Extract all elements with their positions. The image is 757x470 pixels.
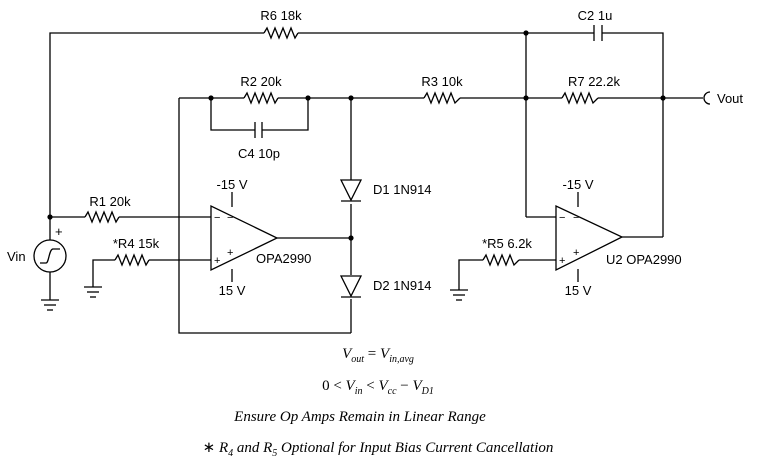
label-u2: U2 OPA2990	[606, 252, 682, 267]
u1-noninv-symbol: +	[214, 255, 220, 267]
label-u1: OPA2990	[256, 251, 311, 266]
u1-inv-symbol: −	[214, 212, 220, 224]
note-linear-range: Ensure Op Amps Remain in Linear Range	[233, 409, 486, 425]
svg-text:Vout = Vin,avg: Vout = Vin,avg	[342, 346, 414, 365]
junction-d1-top	[348, 95, 354, 101]
label-u1-neg-supply: -15 V	[216, 177, 247, 192]
equation-vin-range: 0 < Vin < Vcc − VD1	[322, 378, 434, 397]
opamp-u2: − + − +	[555, 204, 624, 272]
label-r5: *R5 6.2k	[482, 236, 532, 251]
opamp-u1: − + − +	[210, 204, 279, 272]
diode-d2	[339, 275, 363, 298]
label-vout: Vout	[717, 91, 743, 106]
label-vin: Vin	[7, 249, 26, 264]
junctions	[47, 30, 666, 241]
junction-r2-right	[305, 95, 311, 101]
resistor-r2	[243, 91, 279, 105]
label-r7: R7 22.2k	[568, 74, 621, 89]
svg-text:∗ R4 and R5 Optional for Input: ∗ R4 and R5 Optional for Input Bias Curr…	[203, 440, 554, 459]
junction-u2-inv	[523, 95, 529, 101]
junction-r2-left	[208, 95, 214, 101]
u2-vminus-symbol: −	[573, 212, 579, 224]
label-r6: R6 18k	[260, 8, 302, 23]
label-c2: C2 1u	[578, 8, 613, 23]
capacitor-c2	[593, 25, 603, 41]
note-bias-cancellation: ∗ R4 and R5 Optional for Input Bias Curr…	[203, 440, 554, 459]
u1-vplus-symbol: +	[227, 247, 233, 259]
label-r3: R3 10k	[421, 74, 463, 89]
junction-vin	[47, 214, 53, 220]
vout-port	[703, 91, 711, 105]
junction-c2-left	[523, 30, 529, 36]
label-r2: R2 20k	[240, 74, 282, 89]
svg-text:0 < Vin < Vcc − VD1: 0 < Vin < Vcc − VD1	[322, 378, 434, 397]
vin-plus-symbol: +	[55, 224, 63, 239]
voltage-source-vin: +	[33, 224, 67, 273]
ground-r4-icon	[84, 286, 102, 298]
resistor-r5	[482, 253, 520, 267]
resistor-r1	[84, 210, 120, 224]
resistor-r3	[423, 91, 461, 105]
label-d1: D1 1N914	[373, 182, 432, 197]
label-r1: R1 20k	[89, 194, 131, 209]
junction-vout	[660, 95, 666, 101]
ground-r5-icon	[450, 289, 468, 301]
u1-vminus-symbol: −	[227, 212, 233, 224]
u2-inv-symbol: −	[559, 212, 565, 224]
resistor-r4	[114, 253, 150, 267]
label-u1-pos-supply: 15 V	[219, 283, 246, 298]
label-u2-pos-supply: 15 V	[565, 283, 592, 298]
label-r4: *R4 15k	[113, 236, 160, 251]
capacitor-c4	[254, 122, 263, 138]
resistor-r6	[263, 26, 299, 40]
label-c4: C4 10p	[238, 146, 280, 161]
ground-vin-icon	[41, 299, 59, 311]
label-u2-neg-supply: -15 V	[562, 177, 593, 192]
resistor-r7	[561, 91, 599, 105]
u2-vplus-symbol: +	[573, 247, 579, 259]
diode-d1	[339, 179, 363, 202]
equation-vout: Vout = Vin,avg	[342, 346, 414, 365]
u2-noninv-symbol: +	[559, 255, 565, 267]
junction-u1-out	[348, 235, 354, 241]
label-d2: D2 1N914	[373, 278, 432, 293]
